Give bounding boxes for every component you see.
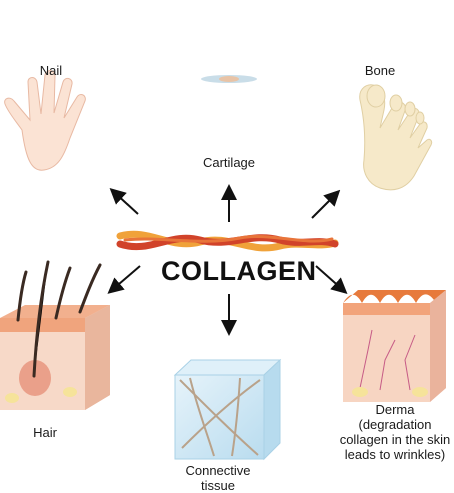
arrow-to-derma [315,265,348,294]
label-bone: Bone [364,63,396,78]
arrow-to-nail [109,187,139,215]
label-nail: Nail [39,63,63,78]
derma-illustration [343,290,446,402]
connective-tissue-illustration [173,358,282,461]
hair-illustration [0,260,110,410]
hand-illustration [4,70,86,171]
label-derma: Derma (degradation collagen in the skin … [336,402,454,462]
bone-illustration [359,84,433,191]
title-collagen: COLLAGEN [161,256,317,286]
label-derma-line3: collagen in the skin [339,432,451,447]
label-cartilage: Cartilage [202,155,256,170]
label-derma-line2: (degradation [358,417,432,432]
label-hair: Hair [33,425,57,440]
arrow-to-bone [311,189,341,219]
arrows [107,184,348,336]
cartilage-illustration [201,75,257,83]
label-derma-line1: Derma [375,402,415,417]
label-connective-tissue: Connective tissue [185,463,251,493]
collagen-fiber-illustration [116,230,339,252]
label-derma-line4: leads to wrinkles) [344,447,446,462]
arrow-to-hair [107,265,141,294]
